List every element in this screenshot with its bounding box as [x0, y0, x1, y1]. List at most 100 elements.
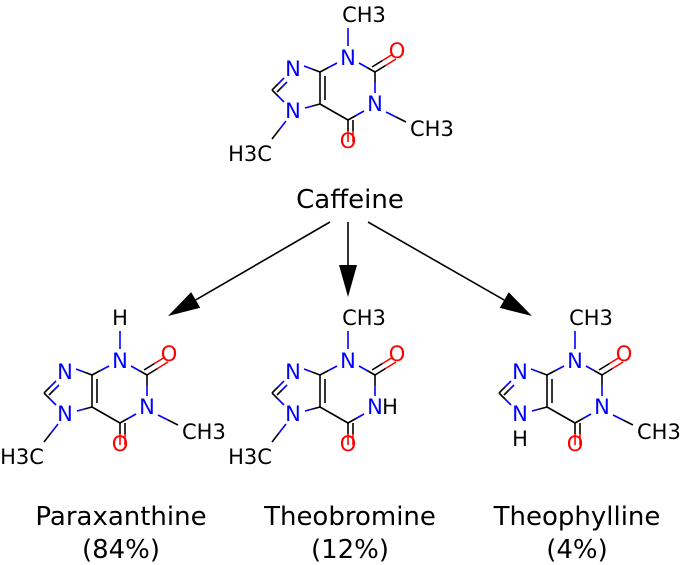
- carbonyl-bond: [143, 362, 155, 371]
- theophylline-label: Theophylline: [493, 502, 661, 532]
- carbonyl-bond: [601, 367, 613, 376]
- theobromine-percent: (12%): [311, 535, 389, 565]
- bond: [311, 371, 321, 376]
- nitrogen-atom: N: [512, 360, 528, 384]
- carbonyl-bond: [157, 361, 169, 370]
- bond: [593, 369, 603, 376]
- bond: [304, 105, 313, 109]
- bond: [504, 380, 512, 388]
- bond: [84, 406, 93, 410]
- arrow-shaft: [367, 221, 505, 301]
- bond: [319, 66, 329, 73]
- bond: [366, 369, 376, 376]
- bond: [75, 368, 85, 373]
- bond: [585, 365, 595, 372]
- carbonyl-bond: [598, 362, 610, 371]
- nitrogen-atom: N: [285, 99, 301, 123]
- bond: [281, 81, 288, 88]
- nitrogen-atom: N: [285, 402, 301, 426]
- carbonyl-bond: [385, 361, 397, 370]
- carbonyl-bond: [385, 58, 397, 67]
- paraxanthine-label: Paraxanthine: [35, 502, 206, 532]
- bond: [276, 389, 283, 396]
- carbonyl-bond: [612, 361, 624, 370]
- bond: [385, 111, 397, 118]
- theobromine-label: Theobromine: [263, 502, 436, 532]
- bond: [303, 65, 313, 70]
- nitrogen-atom: N: [57, 360, 73, 384]
- arrow-shaft: [195, 221, 331, 301]
- bond: [276, 86, 283, 93]
- nitrogen-atom: N: [567, 349, 583, 373]
- bond: [312, 406, 321, 410]
- nitrogen-atom: N: [285, 57, 301, 81]
- bond: [539, 406, 548, 410]
- bond: [278, 120, 287, 131]
- bond: [328, 62, 338, 69]
- bond: [271, 432, 280, 443]
- nitrogen-atom: N: [594, 395, 610, 419]
- bond: [277, 77, 285, 85]
- bond: [271, 83, 279, 91]
- nitrogen-atom: N: [367, 92, 383, 116]
- paraxanthine-percent: (84%): [82, 535, 160, 565]
- bond: [281, 384, 288, 391]
- bond: [504, 398, 512, 406]
- n7-methyl: H3C: [0, 445, 44, 469]
- bond: [271, 386, 279, 394]
- n3-substituent: CH3: [569, 306, 613, 330]
- bond: [138, 369, 148, 376]
- bond: [119, 417, 129, 424]
- bond: [531, 408, 540, 412]
- carbonyl-bond: [371, 59, 383, 68]
- theophylline-percent: (4%): [546, 535, 608, 565]
- bond: [498, 392, 506, 400]
- bond: [100, 365, 110, 372]
- bond: [271, 392, 279, 400]
- bond: [530, 368, 540, 373]
- bond: [83, 371, 93, 376]
- bond: [43, 432, 52, 443]
- bond: [355, 110, 365, 117]
- bond: [167, 419, 179, 426]
- bond: [538, 371, 548, 376]
- bond: [277, 380, 285, 388]
- bond: [358, 62, 368, 69]
- bond: [582, 413, 592, 420]
- arrowhead: [499, 292, 532, 316]
- caffeine-label: Caffeine: [296, 185, 404, 215]
- nitrogen-atom: N: [285, 360, 301, 384]
- bond: [328, 365, 338, 372]
- bond: [76, 408, 85, 412]
- oxygen-atom: O: [389, 39, 406, 63]
- bond: [503, 389, 510, 396]
- bond: [347, 114, 357, 121]
- bond: [319, 406, 349, 424]
- bond: [91, 369, 101, 376]
- arrowhead: [168, 292, 201, 316]
- bond: [498, 386, 506, 394]
- n1-hydrogen: H: [382, 395, 398, 419]
- bond: [278, 423, 287, 434]
- bond: [43, 392, 51, 400]
- carbonyl-bond: [154, 356, 166, 365]
- bond: [358, 365, 368, 372]
- metabolism-arrows: [168, 221, 532, 316]
- oxygen-atom: O: [567, 432, 584, 456]
- carbonyl-bond: [382, 356, 394, 365]
- carbonyl-bond: [374, 64, 386, 73]
- n3-substituent: H: [112, 306, 128, 330]
- oxygen-atom: O: [616, 342, 633, 366]
- n7-methyl: H3C: [228, 142, 272, 166]
- bond: [277, 95, 285, 103]
- bond: [355, 413, 365, 420]
- bond: [157, 414, 169, 421]
- n1-methyl: CH3: [637, 420, 681, 444]
- oxygen-atom: O: [340, 432, 357, 456]
- bond: [304, 408, 313, 412]
- oxygen-atom: O: [112, 432, 129, 456]
- bond: [271, 89, 279, 97]
- n7-hydrogen: H: [512, 427, 528, 451]
- bond: [303, 368, 313, 373]
